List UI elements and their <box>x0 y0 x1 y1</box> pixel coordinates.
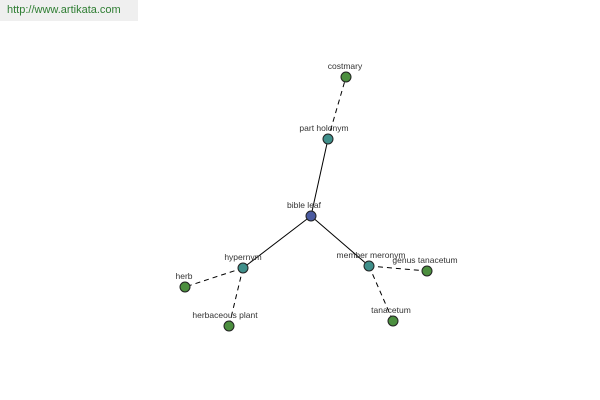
edge-center-member-meronym <box>310 215 370 267</box>
node-herbaceous-plant[interactable] <box>223 320 235 332</box>
edge-hypernym-herb <box>184 267 244 288</box>
edge-hypernym-herbaceous-plant <box>228 267 244 327</box>
label-genus-tanacetum[interactable]: genus tanacetum <box>392 255 457 265</box>
node-part-holonym[interactable] <box>322 133 334 145</box>
edge-member-meronym-tanacetum <box>368 265 394 322</box>
node-member-meronym[interactable] <box>363 260 375 272</box>
edge-center-hypernym <box>242 215 312 269</box>
label-bible-leaf[interactable]: bible leaf <box>287 200 322 210</box>
label-member-meronym[interactable]: member meronym <box>337 250 406 260</box>
node-costmary[interactable] <box>340 71 352 83</box>
edge-member-meronym-genus-tanacetum <box>368 265 428 272</box>
node-genus-tanacetum[interactable] <box>421 265 433 277</box>
label-costmary[interactable]: costmary <box>328 61 363 71</box>
node-hypernym[interactable] <box>237 262 249 274</box>
site-url-watermark[interactable]: http://www.artikata.com <box>0 0 138 21</box>
node-herb[interactable] <box>179 281 191 293</box>
label-herbaceous-plant[interactable]: herbaceous plant <box>192 310 258 320</box>
label-herb[interactable]: herb <box>175 271 192 281</box>
label-part-holonym[interactable]: part holonym <box>299 123 348 133</box>
node-bible-leaf[interactable] <box>305 210 317 222</box>
label-tanacetum[interactable]: tanacetum <box>371 305 411 315</box>
node-tanacetum[interactable] <box>387 315 399 327</box>
edge-part-holonym-costmary <box>327 76 347 140</box>
edge-center-part-holonym <box>310 138 329 217</box>
label-hypernym[interactable]: hypernym <box>224 252 261 262</box>
